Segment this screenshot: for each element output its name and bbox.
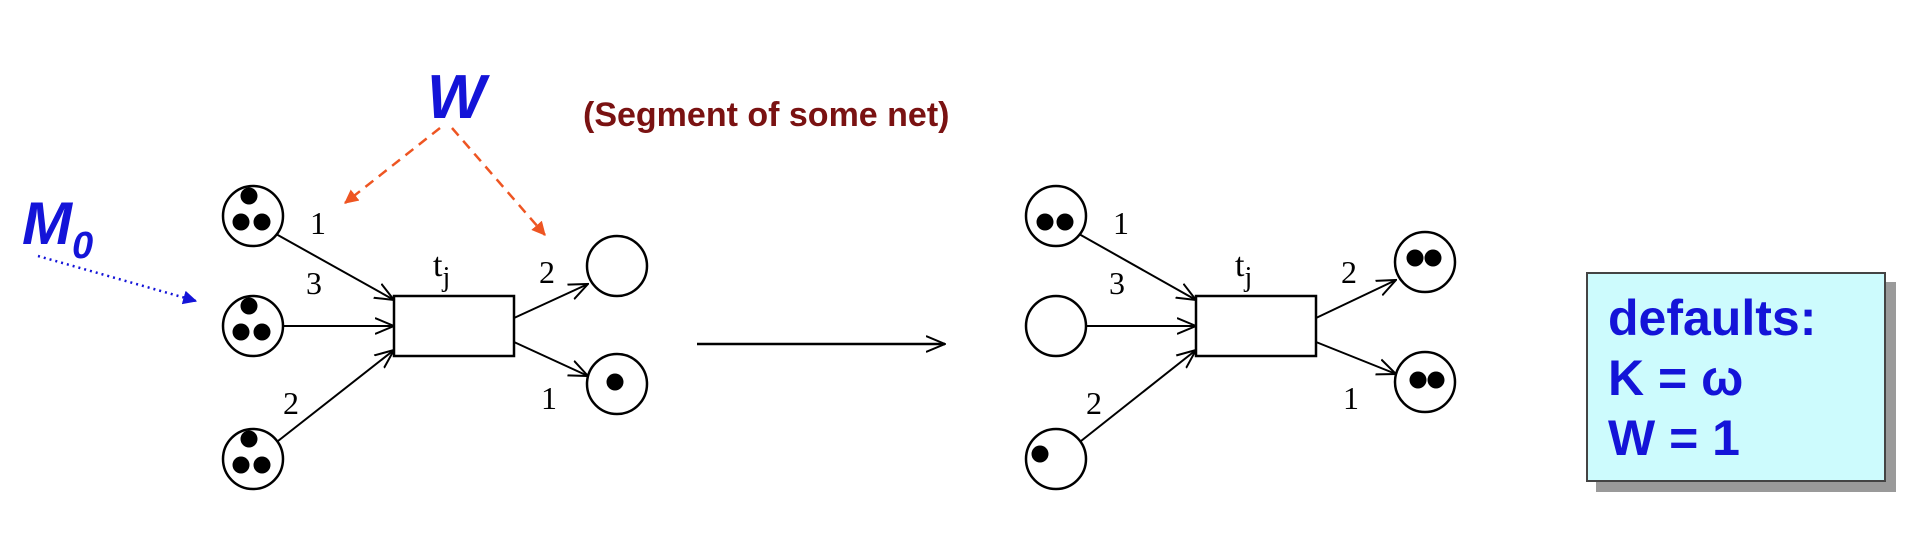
m0-pointer: [37, 254, 198, 305]
token: [240, 187, 258, 205]
arc-output-2: [513, 341, 588, 376]
token: [240, 430, 258, 448]
weight-output-2: 1: [1343, 380, 1359, 416]
tokens-output-2: [606, 373, 624, 391]
transition-label: tj: [433, 247, 450, 293]
transition-tj: [1194, 294, 1318, 358]
place-output-1: [1393, 230, 1457, 294]
arc-input-3: [1080, 350, 1196, 442]
arc-input-3: [277, 350, 394, 442]
w-pointer-right: [451, 127, 546, 236]
token: [1406, 249, 1424, 267]
token: [232, 456, 250, 474]
token: [240, 297, 258, 315]
token: [1409, 371, 1427, 389]
token: [606, 373, 624, 391]
weight-output-1: 2: [539, 254, 555, 290]
tokens-input-1: [1036, 213, 1074, 231]
token: [253, 213, 271, 231]
token: [1036, 213, 1054, 231]
arc-output-2: [1315, 341, 1396, 374]
transition-label: tj: [1235, 247, 1252, 293]
m0-label: M0: [22, 190, 93, 267]
place-input-1: [221, 184, 285, 248]
w-label: W: [427, 63, 490, 132]
transition-tj: [392, 294, 516, 358]
tokens-input-1: [232, 187, 271, 231]
token: [1427, 371, 1445, 389]
token: [1031, 445, 1049, 463]
place-output-1: [585, 234, 649, 298]
net-after: tj 1 3 2 2 1: [1024, 184, 1457, 491]
defaults-title: defaults:: [1608, 290, 1817, 346]
w-pointer-left: [344, 127, 441, 204]
token: [232, 213, 250, 231]
defaults-k-line: K = ω: [1608, 350, 1744, 406]
token: [1056, 213, 1074, 231]
token: [253, 323, 271, 341]
place-input-3: [221, 427, 285, 491]
weight-input-2: 3: [1109, 265, 1125, 301]
tokens-output-1: [1406, 249, 1442, 267]
weight-input-2: 3: [306, 265, 322, 301]
place-input-3: [1024, 427, 1088, 491]
weight-input-1: 1: [310, 205, 326, 241]
tokens-input-3: [232, 430, 271, 474]
weight-input-3: 2: [283, 385, 299, 421]
tokens-output-2: [1409, 371, 1445, 389]
token: [232, 323, 250, 341]
defaults-w-line: W = 1: [1608, 410, 1740, 466]
arc-input-1: [1078, 233, 1196, 300]
arc-output-1: [1315, 280, 1396, 319]
tokens-input-2: [232, 297, 271, 341]
weight-output-2: 1: [541, 380, 557, 416]
weight-input-1: 1: [1113, 205, 1129, 241]
place-input-2: [1024, 294, 1088, 358]
token: [1424, 249, 1442, 267]
weight-input-3: 2: [1086, 385, 1102, 421]
weight-output-1: 2: [1341, 254, 1357, 290]
tokens-input-3: [1031, 445, 1049, 463]
segment-caption: (Segment of some net): [583, 96, 949, 134]
net-before: tj: [221, 184, 649, 491]
defaults-box: defaults: K = ω W = 1: [1586, 272, 1886, 482]
place-input-1: [1024, 184, 1088, 248]
arc-output-1: [513, 284, 588, 319]
arc-input-1: [275, 233, 394, 300]
token: [253, 456, 271, 474]
